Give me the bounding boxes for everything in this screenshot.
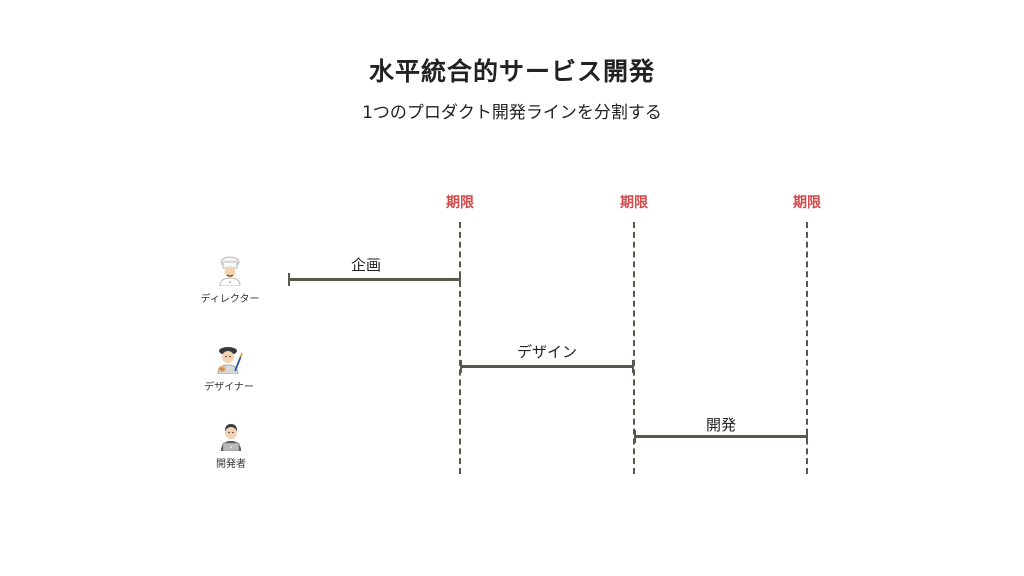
technologist-icon	[221, 424, 241, 451]
deadline-line-2	[633, 222, 635, 474]
phase-label-planning: 企画	[350, 256, 381, 274]
artist-icon	[217, 347, 243, 374]
deadline-label-2: 期限	[620, 195, 648, 211]
phase-bar-design	[460, 360, 634, 373]
role-developer: 開発者	[171, 421, 291, 470]
deadline-label-3: 期限	[793, 195, 821, 211]
role-label: デザイナー	[204, 382, 254, 393]
deadline-line-3	[806, 222, 808, 474]
chef-icon	[219, 256, 241, 286]
page-title: 水平統合的サービス開発	[368, 57, 655, 86]
role-designer: デザイナー	[169, 344, 289, 393]
phase-label-development: 開発	[705, 416, 736, 434]
role-director: ディレクター	[170, 256, 290, 305]
role-label: 開発者	[216, 459, 246, 470]
page-subtitle: 1つのプロダクト開発ラインを分割する	[362, 103, 662, 123]
deadline-label-1: 期限	[446, 195, 474, 211]
phase-label-design: デザイン	[516, 343, 577, 361]
phase-bar-development	[634, 430, 808, 443]
phase-bar-planning	[288, 273, 461, 286]
role-label: ディレクター	[200, 294, 260, 305]
deadline-line-1	[459, 222, 461, 474]
